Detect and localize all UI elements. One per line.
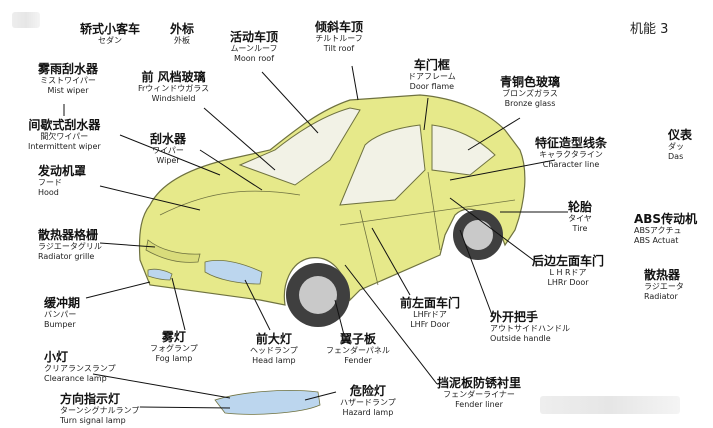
rear-rim xyxy=(463,220,493,250)
door-line xyxy=(339,171,516,286)
side-window-rear xyxy=(431,124,496,176)
front-rim xyxy=(299,276,337,314)
label-hatchback: 轿式小客车セダン xyxy=(80,22,141,46)
combo-lamp-detail xyxy=(214,390,321,415)
car-body xyxy=(138,94,526,306)
label-outer: 外标外板 xyxy=(170,22,195,46)
blurred-logo xyxy=(12,12,40,28)
leader-lines xyxy=(63,65,568,409)
hood-line xyxy=(159,190,301,216)
blurred-watermark xyxy=(540,396,680,414)
grille-shape xyxy=(145,239,201,263)
headlamp-shape xyxy=(204,260,263,285)
side-window-front xyxy=(339,124,426,206)
foglamp-shape xyxy=(147,268,173,281)
page-code: 机能 3 xyxy=(630,22,669,37)
